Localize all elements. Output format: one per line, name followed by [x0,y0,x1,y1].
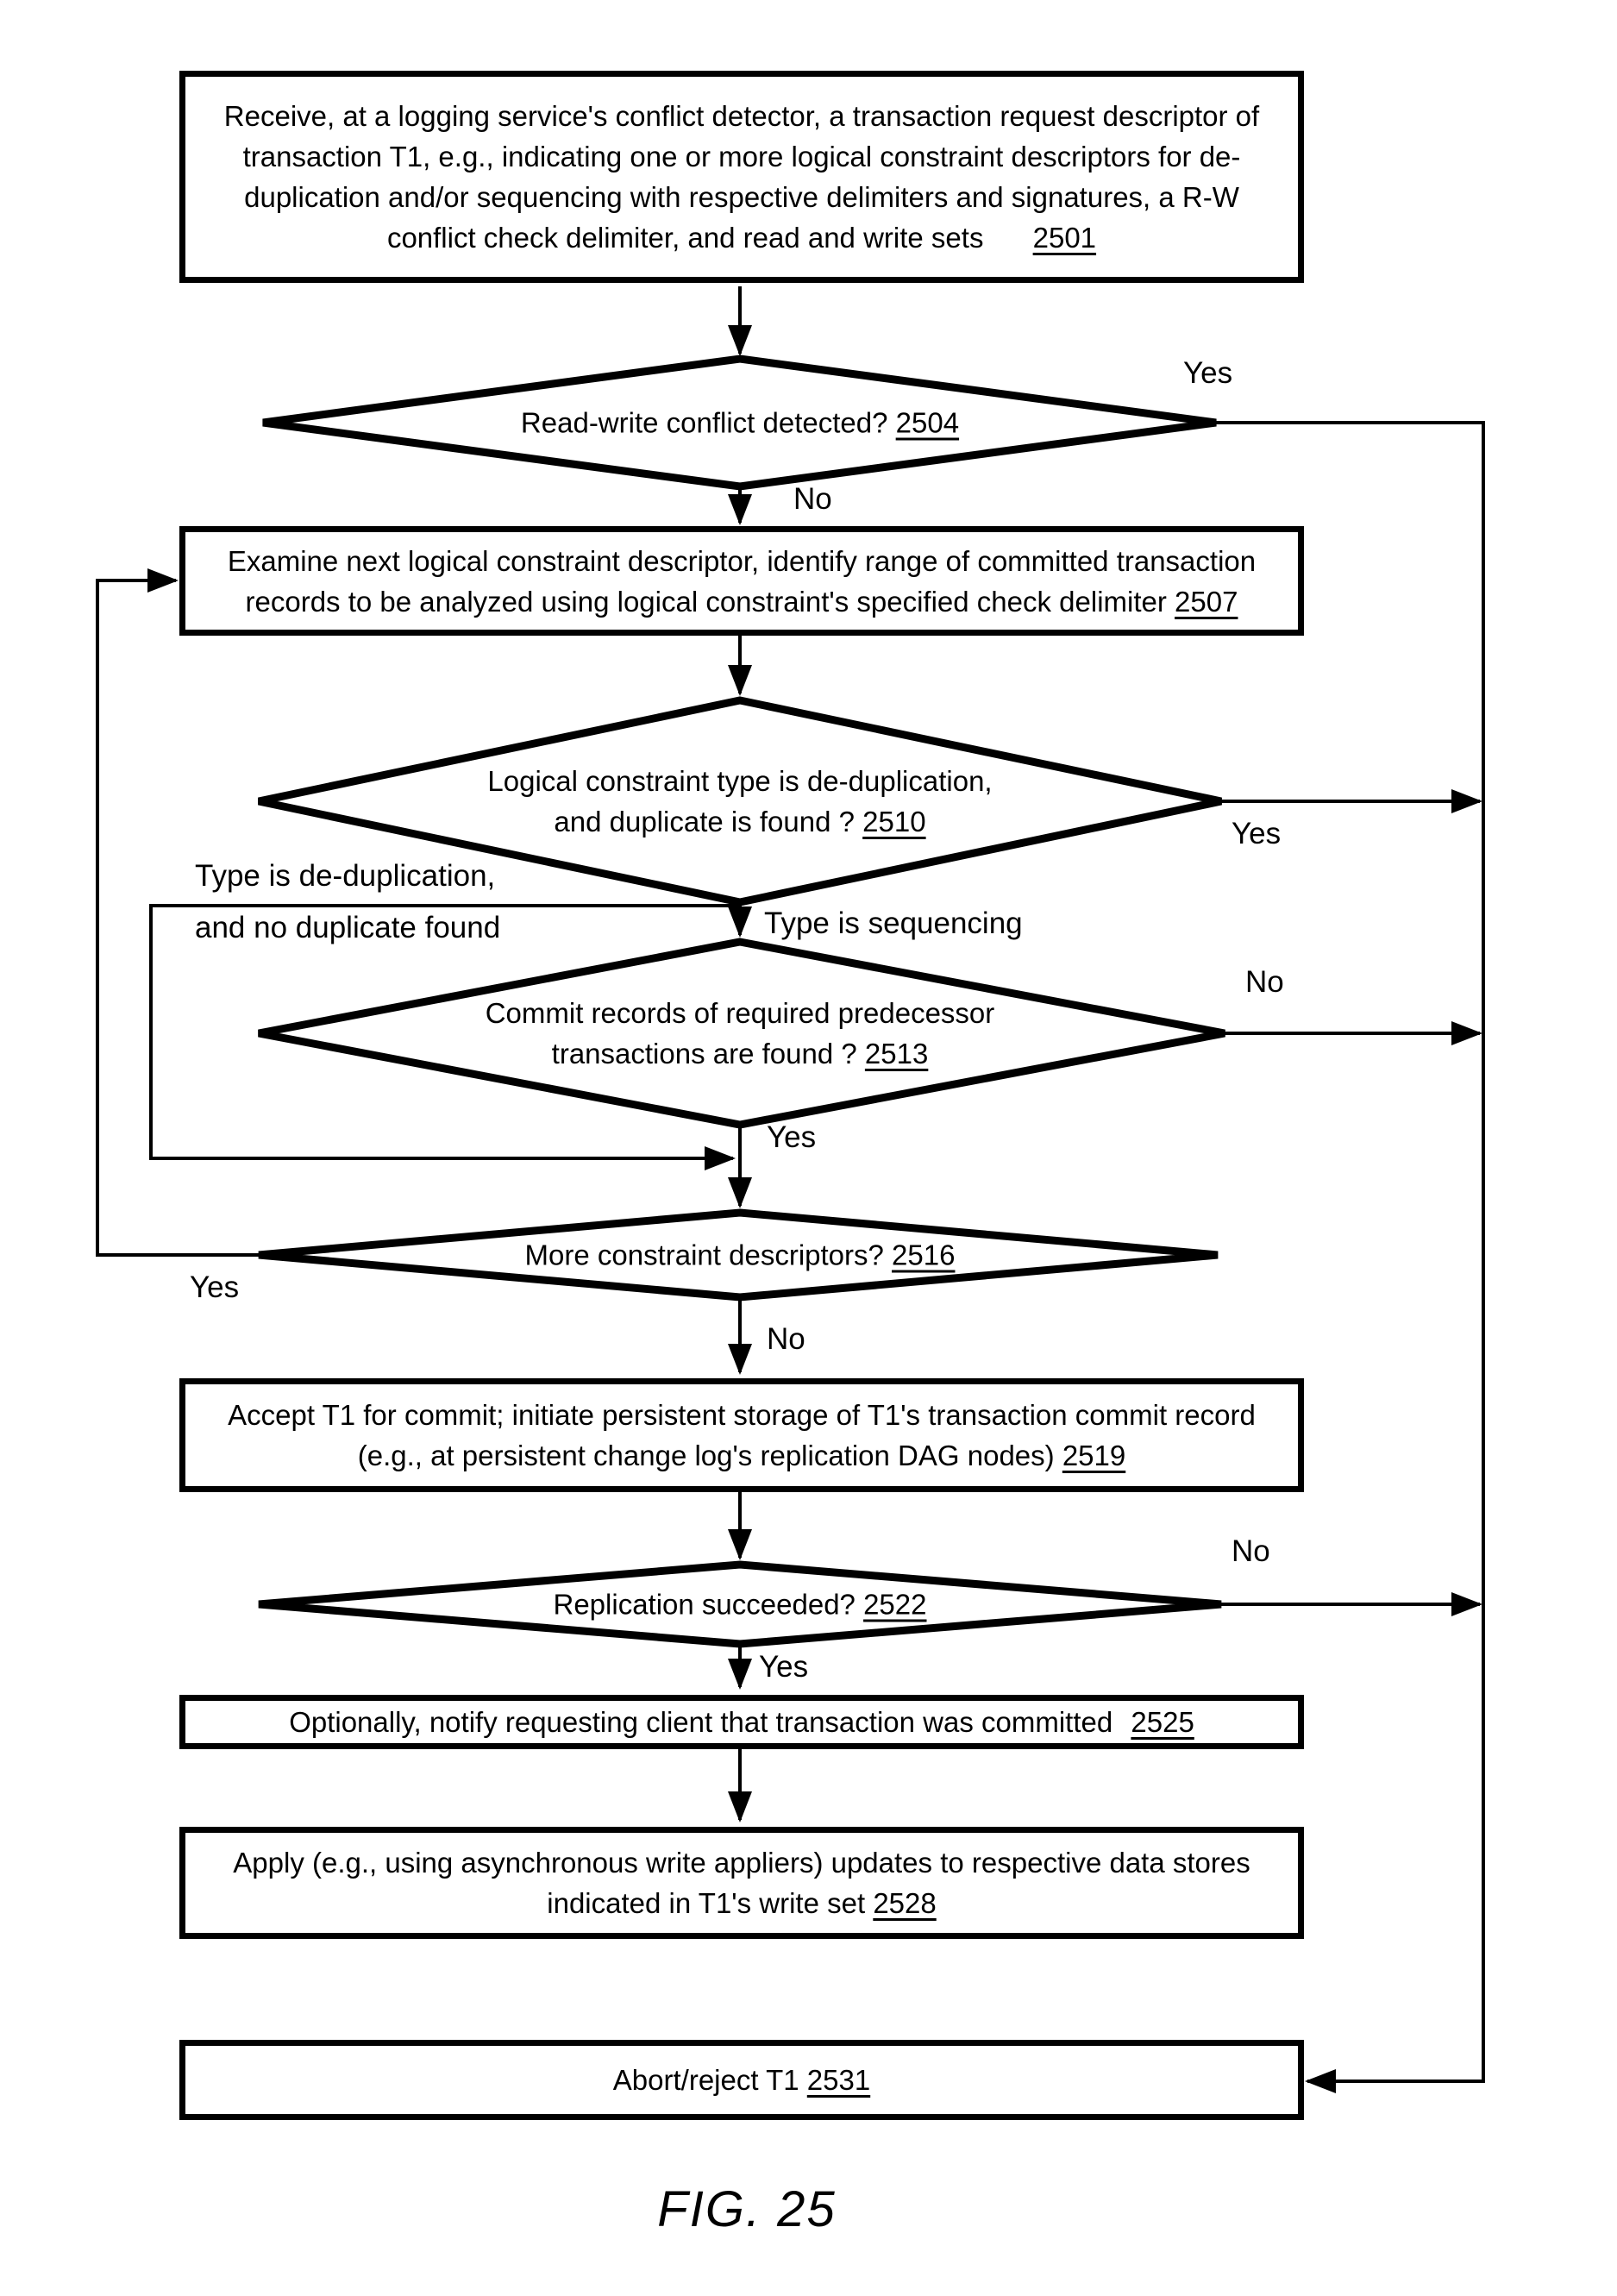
process-notify-client-content: Optionally, notify requesting client tha… [289,1702,1194,1742]
label-more-yes: Yes [190,1270,240,1304]
decision-predecessor-commit-shape [258,938,1225,1129]
decision-dedup-duplicate-label: Logical constraint type is de-duplicatio… [487,761,992,842]
node-ref: 2531 [806,2064,871,2096]
label-sequencing-branch: Type is sequencing [764,906,1023,940]
node-ref: 2504 [895,406,960,439]
edge-rw-yes-collector-to-abort [1216,421,1485,2093]
label-dedup-yes: Yes [1232,817,1282,850]
edge-dedup-no-bypass [149,904,740,1170]
label-rw-yes: Yes [1183,356,1233,390]
label-replication-yes: Yes [759,1650,809,1684]
node-text: Receive, at a logging service's conflict… [223,100,1260,254]
process-receive-request-content: Receive, at a logging service's conflict… [224,96,1259,258]
node-ref: 2516 [892,1239,956,1271]
decision-more-descriptors-shape [258,1208,1219,1302]
figure-caption: FIG. 25 [657,2181,837,2237]
node-ref: 2519 [1062,1440,1126,1471]
node-text: Abort/reject T1 [612,2064,799,2096]
decision-rw-conflict-shape [262,354,1217,491]
node-text: Examine next logical constraint descript… [227,544,1257,618]
label-replication-no: No [1232,1534,1270,1568]
process-apply-updates-content: Apply (e.g., using asynchronous write ap… [233,1842,1250,1923]
process-examine-constraint: Examine next logical constraint descript… [179,526,1304,636]
process-abort-reject-content: Abort/reject T1 2531 [613,2060,870,2100]
node-text: Optionally, notify requesting client tha… [289,1706,1113,1738]
process-accept-commit: Accept T1 for commit; initiate persisten… [179,1378,1304,1492]
decision-predecessor-commit-label: Commit records of required predecessor t… [486,993,995,1074]
node-ref: 2501 [1032,222,1097,254]
node-ref: 2513 [864,1038,929,1070]
label-more-no: No [767,1322,805,1356]
node-text: Apply (e.g., using asynchronous write ap… [233,1847,1250,1919]
decision-replication-label: Replication succeeded? 2522 [554,1584,927,1625]
node-ref: 2525 [1131,1706,1194,1738]
node-text: Read-write conflict detected? [520,406,888,439]
node-ref: 2507 [1175,585,1238,618]
process-examine-constraint-content: Examine next logical constraint descript… [228,541,1256,622]
label-predecessor-yes: Yes [767,1120,817,1154]
node-text: Commit records of required predecessor t… [485,997,995,1070]
process-receive-request: Receive, at a logging service's conflict… [179,71,1304,283]
process-apply-updates: Apply (e.g., using asynchronous write ap… [179,1827,1304,1939]
decision-rw-conflict-label: Read-write conflict detected? 2504 [521,403,959,443]
node-text: More constraint descriptors? [524,1239,884,1271]
process-notify-client: Optionally, notify requesting client tha… [179,1695,1304,1749]
node-text: Replication succeeded? [553,1588,856,1621]
label-rw-no: No [793,482,832,516]
node-text: Accept T1 for commit; initiate persisten… [228,1399,1256,1471]
edge-more-yes-loop-to-examine [96,568,259,1257]
node-ref: 2510 [862,806,926,837]
process-accept-commit-content: Accept T1 for commit; initiate persisten… [228,1395,1256,1476]
decision-dedup-duplicate-shape [258,696,1222,906]
node-text: Logical constraint type is de-duplicatio… [487,765,993,837]
node-ref: 2528 [873,1887,937,1919]
process-abort-reject: Abort/reject T1 2531 [179,2040,1304,2120]
decision-replication-shape [258,1560,1222,1648]
label-dedup-no-branch: Type is de-duplication, and no duplicate… [195,859,501,944]
label-predecessor-no: No [1245,965,1284,999]
node-ref: 2522 [863,1588,927,1621]
decision-more-descriptors-label: More constraint descriptors? 2516 [525,1235,956,1276]
